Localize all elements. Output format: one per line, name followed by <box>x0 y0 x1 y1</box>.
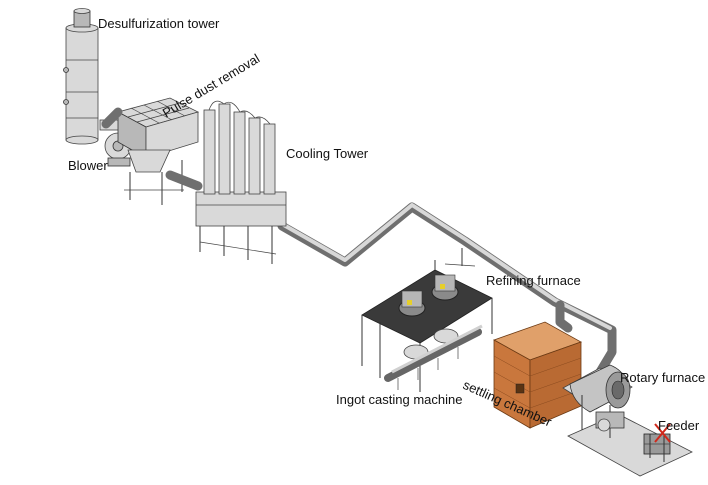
desulfurization-tower <box>63 8 99 145</box>
label-blower: Blower <box>68 158 108 173</box>
ingot-casting-machine <box>384 324 483 390</box>
label-cooling-tower: Cooling Tower <box>286 146 369 161</box>
main-duct <box>277 202 617 377</box>
refining-furnace <box>361 248 493 392</box>
label-rotary-furnace: Rotary furnace <box>620 370 705 385</box>
feeder-cross-icon <box>654 423 671 443</box>
rotary-furnace <box>562 364 693 477</box>
settling-chamber <box>493 321 582 429</box>
label-refining-furnace: Refining furnace <box>486 273 581 288</box>
cooling-tower <box>101 100 287 264</box>
feeder <box>643 423 671 462</box>
label-ingot-casting-machine: Ingot casting machine <box>336 392 462 407</box>
label-desulfurization-tower: Desulfurization tower <box>98 16 220 31</box>
pulse-dust-collector <box>116 97 200 205</box>
label-feeder: Feeder <box>658 418 700 433</box>
